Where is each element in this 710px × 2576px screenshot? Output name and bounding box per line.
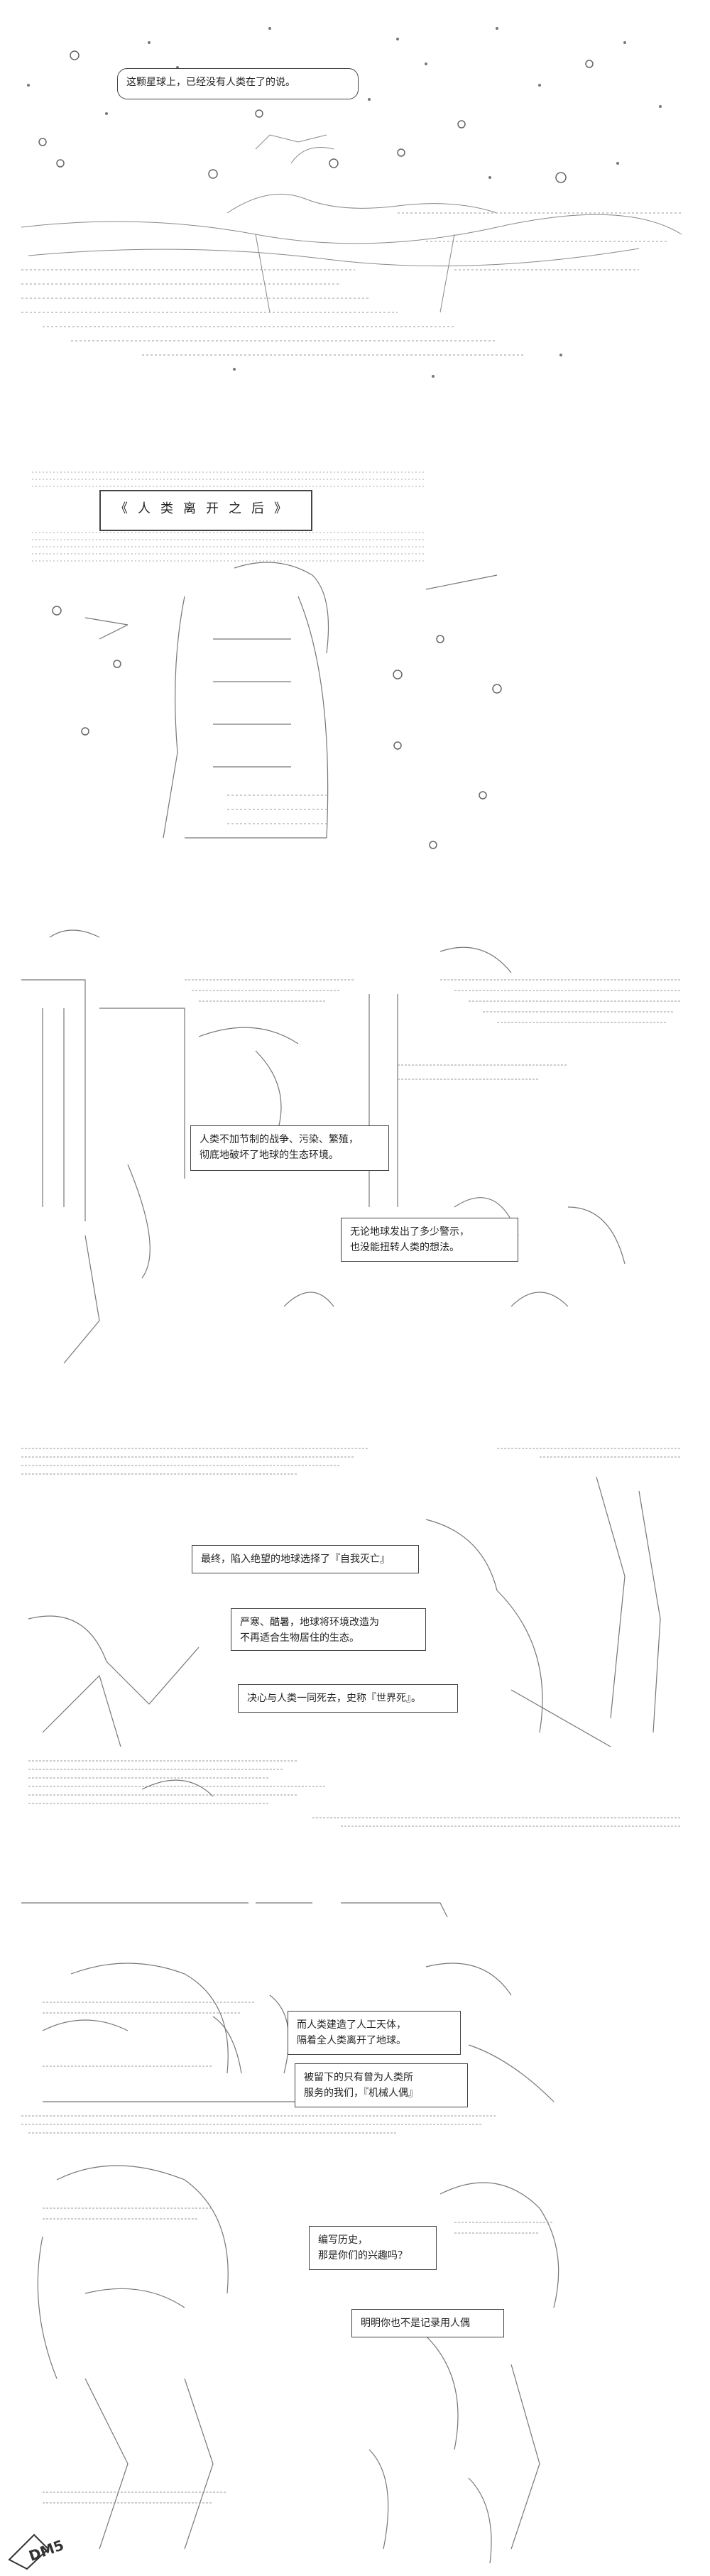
- dialogue-box: 被留下的只有曾为人类所 服务的我们，『机械人偶』: [295, 2063, 468, 2107]
- narration-caption: 人类不加节制的战争、污染、繁殖， 彻底地破坏了地球的生态环境。: [190, 1125, 389, 1171]
- narration-caption: 严寒、酷暑，地球将环境改造为 不再适合生物居住的生态。: [231, 1608, 426, 1651]
- dialogue-box: 明明你也不是记录用人偶: [351, 2309, 504, 2337]
- dialogue-box: 而人类建造了人工天体， 隔着全人类离开了地球。: [288, 2011, 461, 2055]
- panel-3: 人类不加节制的战争、污染、繁殖， 彻底地破坏了地球的生态环境。 无论地球发出了多…: [0, 909, 710, 1434]
- dm5-watermark-logo: [8, 2533, 50, 2570]
- panel-1: 这颗星球上，已经没有人类在了的说。: [0, 0, 710, 383]
- narration-caption: 无论地球发出了多少警示， 也没能扭转人类的想法。: [341, 1218, 518, 1262]
- destroyed-city-illustration: [21, 929, 682, 1364]
- robot-dolls-illustration: [21, 1902, 555, 2134]
- chapter-title: 《人类离开之后》: [99, 490, 312, 531]
- dialogue-box: 编写历史， 那是你们的兴趣吗？: [309, 2226, 437, 2270]
- narration-caption: 决心与人类一同死去，史称『世界死』。: [238, 1684, 458, 1713]
- panel-5: 而人类建造了人工天体， 隔着全人类离开了地球。 被留下的只有曾为人类所 服务的我…: [0, 1889, 710, 2151]
- figure-in-snow-illustration: [32, 471, 502, 849]
- panel-4: 最终，陷入绝望的地球选择了『自我灭亡』 严寒、酷暑，地球将环境改造为 不再适合生…: [0, 1434, 710, 1889]
- narration-caption: 这颗星球上，已经没有人类在了的说。: [117, 68, 359, 99]
- panel-2: 《人类离开之后》: [0, 383, 710, 909]
- two-dolls-illustration: [37, 2165, 559, 2564]
- collapsing-world-illustration: [21, 1448, 682, 1827]
- narration-caption: 最终，陷入绝望的地球选择了『自我灭亡』: [192, 1545, 419, 1573]
- panel-6: 编写历史， 那是你们的兴趣吗？ 明明你也不是记录用人偶: [0, 2151, 710, 2576]
- snow-scene-illustration: [21, 27, 682, 378]
